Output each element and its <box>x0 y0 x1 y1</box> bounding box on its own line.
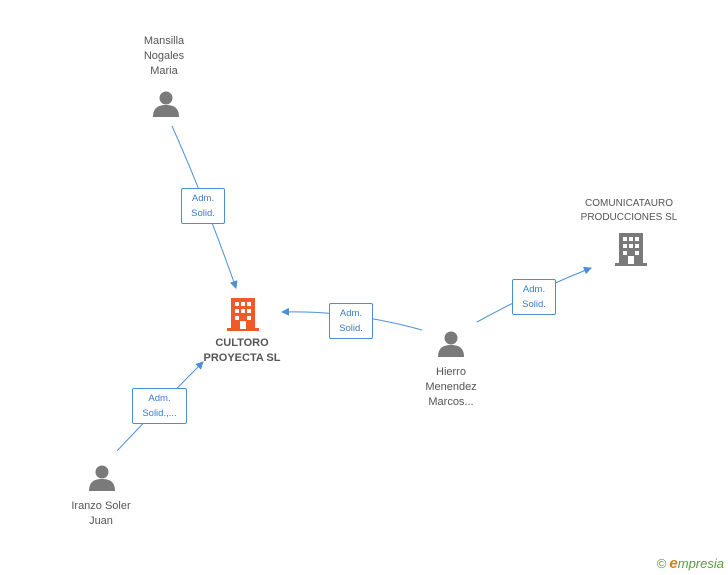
name-line: Iranzo Soler <box>71 500 131 512</box>
name-line: Maria <box>150 65 178 77</box>
edge-role-detail: Solid.,... <box>142 408 177 419</box>
edge-label-iranzo-cultoro[interactable]: Adm. Solid.,... <box>132 388 187 424</box>
person-icon[interactable] <box>437 330 465 358</box>
name-line: Mansilla <box>143 35 185 47</box>
person-icon[interactable] <box>152 90 180 118</box>
edge-role: Adm. <box>339 308 363 319</box>
edge-role-detail: Solid. <box>191 208 215 219</box>
edge-role-detail: Solid. <box>522 299 546 310</box>
name-line: Juan <box>89 515 113 527</box>
edge-role: Adm. <box>191 193 215 204</box>
edge-role: Adm. <box>522 284 546 295</box>
building-icon[interactable] <box>615 232 647 266</box>
edge-role-detail: Solid. <box>339 323 363 334</box>
name-line: Hierro <box>436 366 466 378</box>
edge-label-hierro-comunicatauro[interactable]: Adm. Solid. <box>512 279 556 315</box>
brand-initial: e <box>669 555 678 572</box>
edge-label-hierro-cultoro[interactable]: Adm. Solid. <box>329 303 373 339</box>
person-icon[interactable] <box>88 464 116 492</box>
edge-label-mansilla-cultoro[interactable]: Adm. Solid. <box>181 188 225 224</box>
name-line: Nogales <box>143 50 185 62</box>
person-name-iranzo[interactable]: Iranzo Soler Juan <box>56 499 146 529</box>
name-line: Marcos... <box>428 396 474 408</box>
name-line: PRODUCCIONES SL <box>580 212 678 223</box>
person-name-mansilla[interactable]: Mansilla Nogales Maria <box>124 34 204 79</box>
company-name-cultoro[interactable]: CULTORO PROYECTA SL <box>190 336 294 366</box>
name-line: PROYECTA SL <box>203 352 281 364</box>
empresia-logo: ©empresia <box>657 555 724 572</box>
person-name-hierro[interactable]: Hierro Menendez Marcos... <box>409 365 493 410</box>
brand-name: mpresia <box>677 556 724 571</box>
building-icon[interactable] <box>227 297 259 331</box>
name-line: CULTORO <box>215 337 269 349</box>
copyright-symbol: © <box>656 556 667 571</box>
name-line: Menendez <box>425 381 477 393</box>
name-line: COMUNICATAURO <box>585 198 673 209</box>
company-name-comunicatauro[interactable]: COMUNICATAURO PRODUCCIONES SL <box>570 197 688 225</box>
edge-role: Adm. <box>148 393 171 404</box>
